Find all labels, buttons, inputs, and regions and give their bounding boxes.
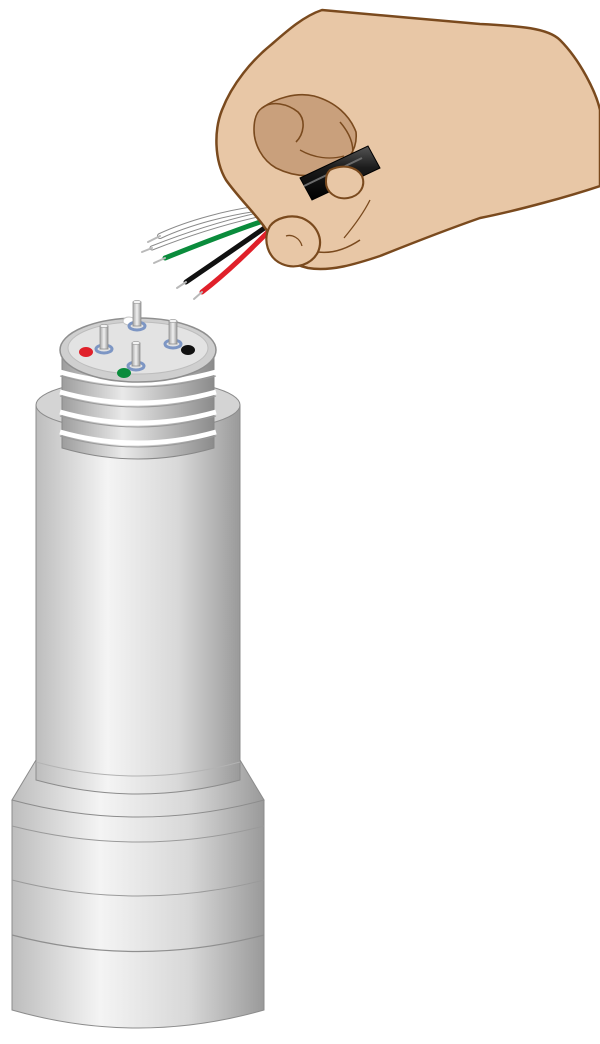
connector-face <box>60 300 216 382</box>
thumb <box>266 216 320 266</box>
pin-marker-red <box>79 347 93 357</box>
main-tube <box>36 405 240 794</box>
pin-marker-black <box>181 345 195 355</box>
hand <box>216 10 600 269</box>
wire-red <box>202 226 274 292</box>
wire-bundle <box>142 208 274 299</box>
sensor-body <box>12 379 264 1028</box>
